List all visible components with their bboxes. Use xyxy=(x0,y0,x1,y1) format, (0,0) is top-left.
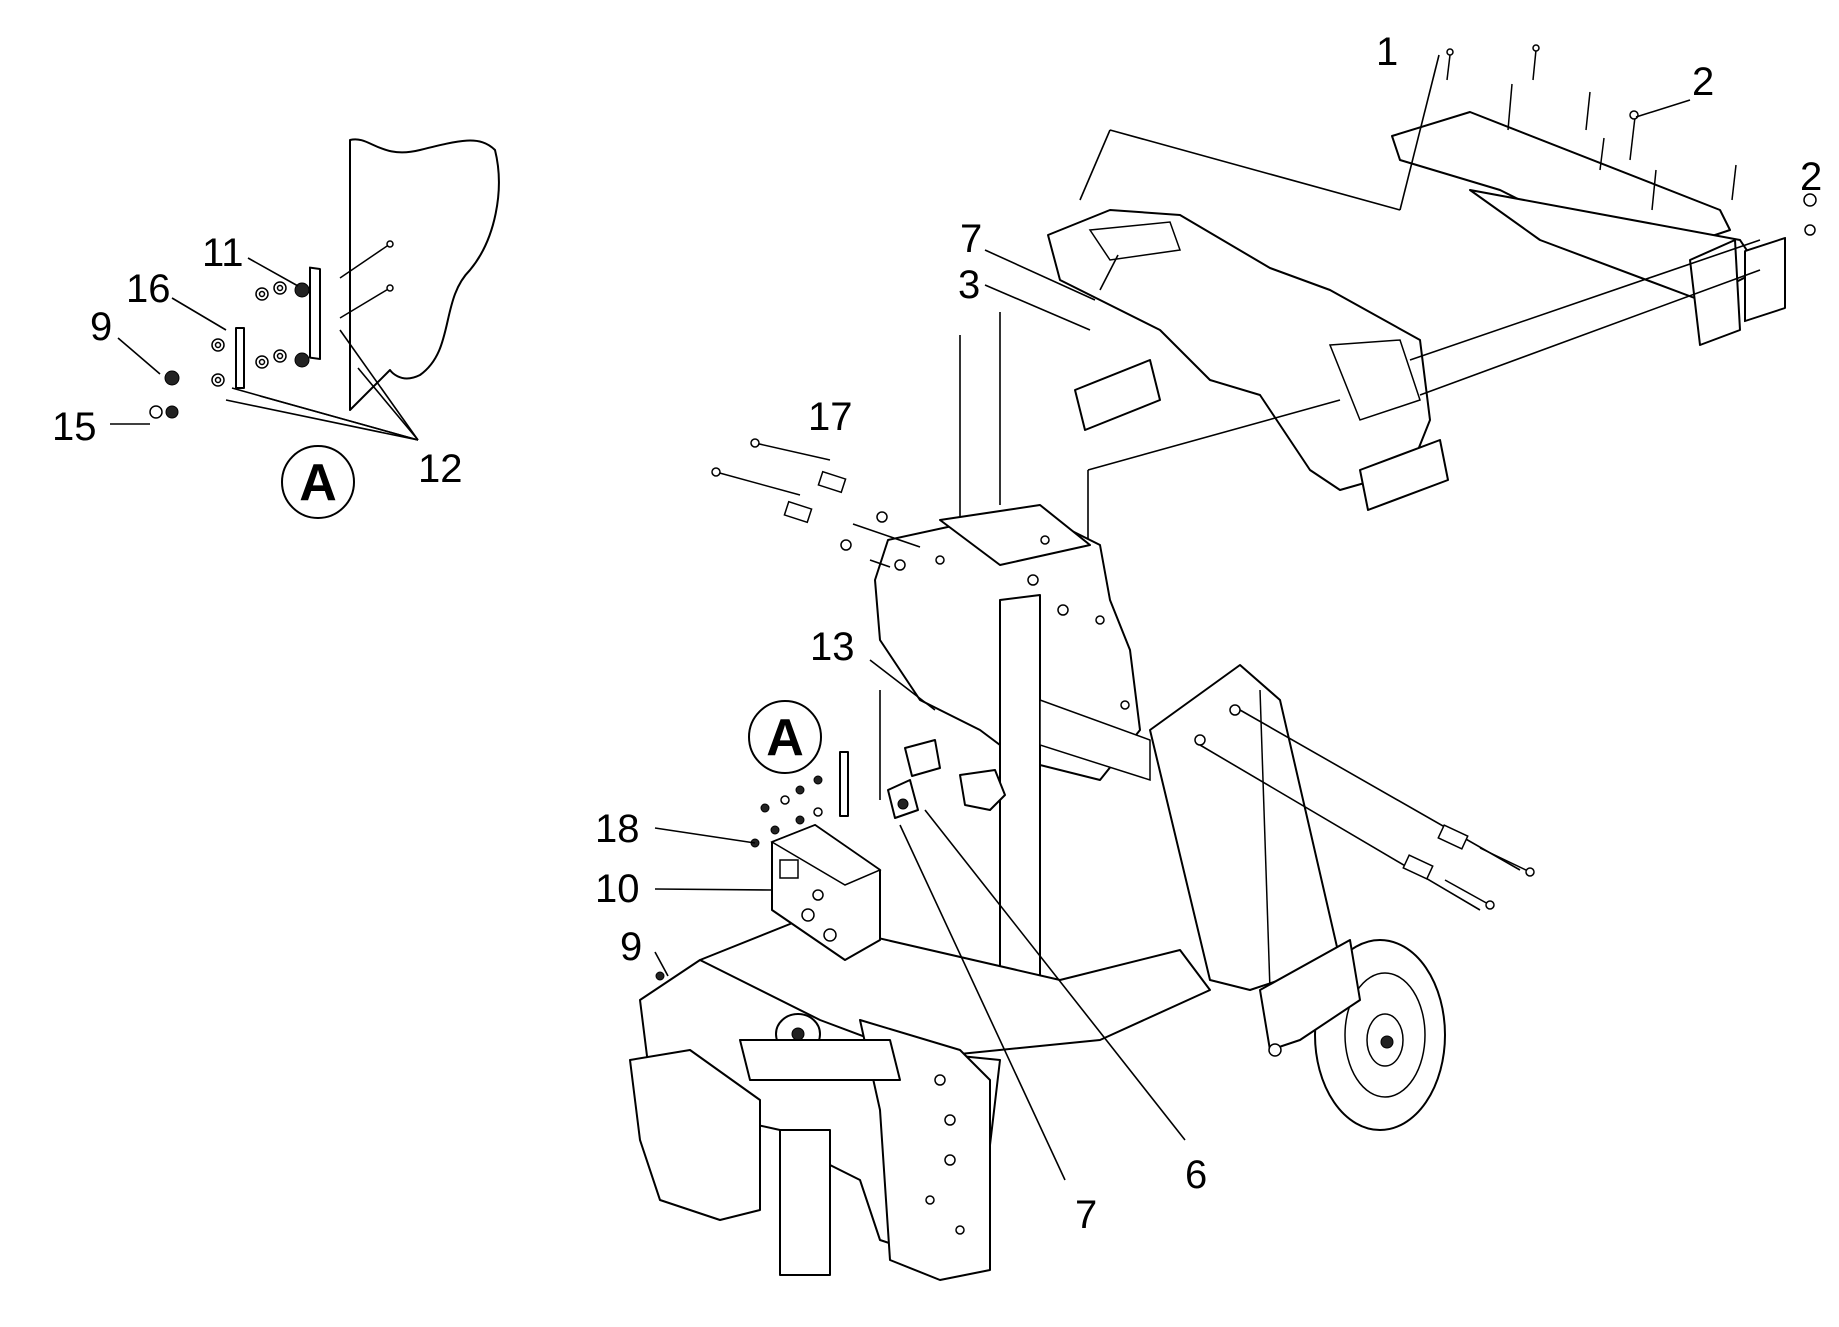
side-bracket xyxy=(1689,239,1741,346)
callout-11: 11 xyxy=(202,231,244,275)
callout-3: 3 xyxy=(958,263,980,307)
detail-a-reference-marker: A xyxy=(748,700,822,774)
upper-screws xyxy=(1446,44,1817,236)
upper-housing-assembly xyxy=(959,44,1817,555)
pulley xyxy=(739,1013,901,1081)
center-column xyxy=(999,594,1041,986)
callout-9-detail: 9 xyxy=(90,305,112,349)
callout-1: 1 xyxy=(1376,30,1398,74)
callout-7-bottom: 7 xyxy=(1075,1193,1097,1237)
mount-cup xyxy=(959,769,1006,811)
detail-a-washers xyxy=(149,281,310,419)
callout-15: 15 xyxy=(52,405,97,449)
callout-18: 18 xyxy=(595,807,640,851)
lower-left-assembly xyxy=(629,1049,761,1221)
switch-hardware xyxy=(655,775,823,981)
svg-text:A: A xyxy=(766,709,804,767)
callout-13: 13 xyxy=(810,625,855,669)
detail-a-panel-outline xyxy=(349,138,500,411)
spacer-bolts-17 xyxy=(711,438,921,568)
callout-9-main: 9 xyxy=(620,925,642,969)
callout-16: 16 xyxy=(126,267,171,311)
housing-bracket-left xyxy=(1074,359,1161,431)
callout-7-top: 7 xyxy=(960,217,982,261)
switch-bracket xyxy=(839,751,849,817)
detail-a-bolts xyxy=(339,240,394,319)
callout-labels: 1 2 2 3 6 7 7 9 9 10 11 12 13 15 16 17 1… xyxy=(52,30,1822,1237)
detail-a-view-marker: A xyxy=(281,445,355,519)
main-frame xyxy=(629,504,1446,1281)
detail-a-bracket xyxy=(309,266,321,360)
callout-2-right: 2 xyxy=(1800,155,1822,199)
callout-2-top: 2 xyxy=(1692,60,1714,104)
frame-holes xyxy=(894,535,1282,1235)
callout-17: 17 xyxy=(808,395,853,439)
detail-a-drawing xyxy=(110,138,500,441)
housing-bracket-right xyxy=(1359,439,1449,511)
spacer-bolts-right xyxy=(1199,709,1535,911)
callout-12: 12 xyxy=(418,447,463,491)
svg-text:A: A xyxy=(299,454,337,512)
callout-10: 10 xyxy=(595,867,640,911)
callout-6: 6 xyxy=(1185,1153,1207,1197)
switch-assembly xyxy=(654,659,1186,1181)
